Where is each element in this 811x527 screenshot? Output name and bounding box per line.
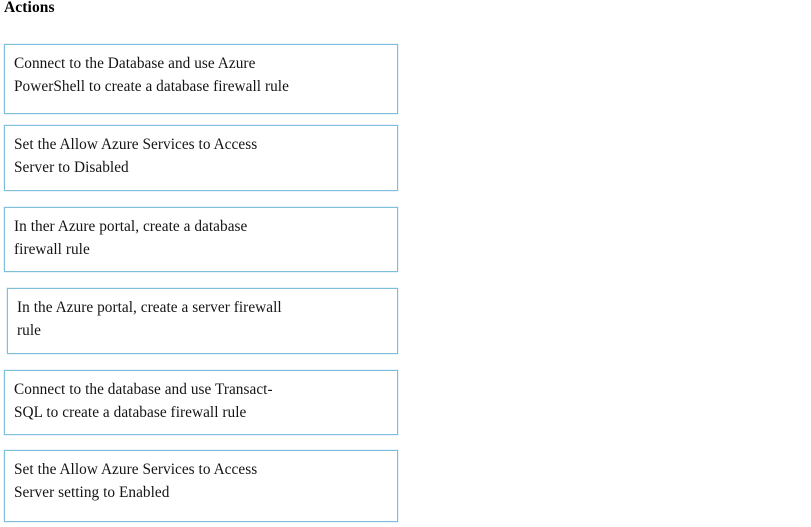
action-item-4[interactable]: In the Azure portal, create a server fir… [7,288,398,354]
action-item-label: Set the Allow Azure Services to Access S… [14,136,258,176]
action-item-label: In ther Azure portal, create a database … [14,218,248,258]
action-item-3[interactable]: In ther Azure portal, create a database … [4,207,398,272]
answer-area-dropzone[interactable] [414,30,804,520]
action-item-label: In the Azure portal, create a server fir… [17,299,282,339]
action-item-label: Set the Allow Azure Services to Access S… [14,461,258,501]
action-item-label: Connect to the database and use Transact… [14,381,273,421]
action-item-1[interactable]: Connect to the Database and use Azure Po… [4,44,398,114]
actions-column-header: Actions [4,0,55,16]
action-item-label: Connect to the Database and use Azure Po… [14,55,289,95]
action-item-6[interactable]: Set the Allow Azure Services to Access S… [4,450,398,522]
actions-column: Connect to the Database and use Azure Po… [4,44,398,522]
answer-area-column [410,0,811,527]
action-item-2[interactable]: Set the Allow Azure Services to Access S… [4,125,398,191]
action-item-5[interactable]: Connect to the database and use Transact… [4,370,398,435]
